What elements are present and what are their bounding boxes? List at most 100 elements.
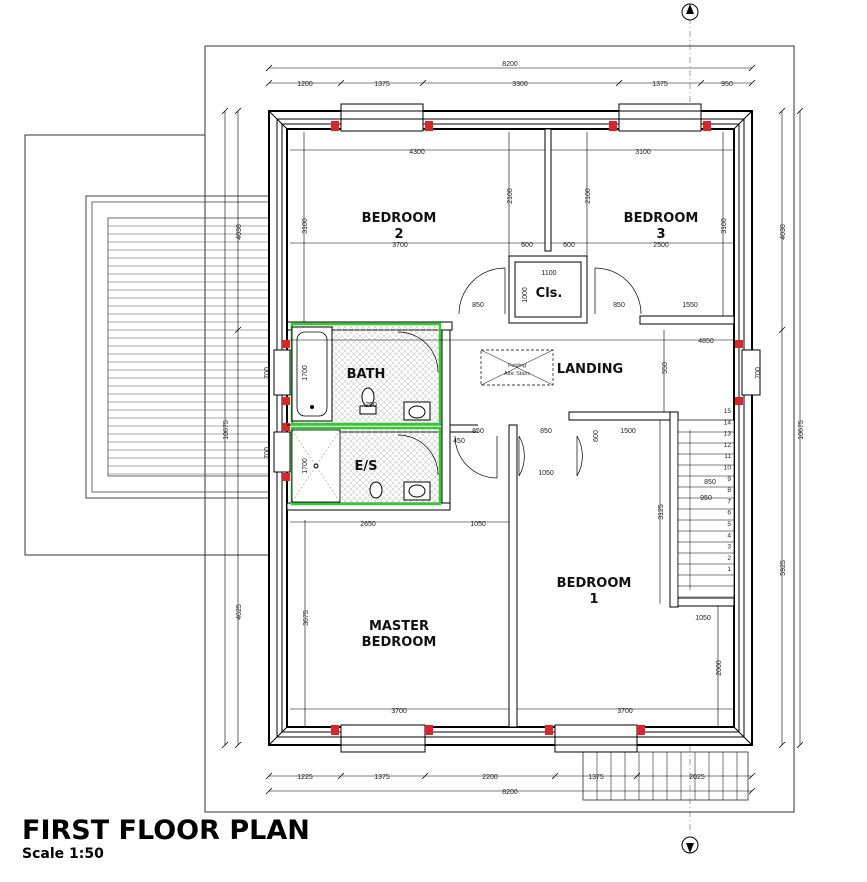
dim-cls-h: 1000: [522, 287, 529, 303]
dim-landing-w: 4850: [698, 338, 714, 345]
dim-tiny1: 450: [453, 438, 465, 445]
dim-b1-w: 3700: [617, 708, 633, 715]
window-top-right: [609, 103, 711, 132]
dim-bot-seg-2: 1375: [374, 774, 390, 781]
label-bedroom3-a: BEDROOM: [624, 211, 699, 226]
stair-number: 5: [727, 521, 731, 528]
dim-st2000: 2000: [716, 660, 723, 676]
stair-number: 12: [724, 442, 732, 449]
door-swings: [397, 267, 642, 479]
dim-right-total: 10675: [798, 420, 805, 440]
site-boundary-left: [24, 46, 270, 556]
stair-number: 15: [724, 408, 732, 415]
label-bedroom1-b: 1: [589, 592, 598, 607]
stair-number: 2: [727, 555, 731, 562]
label-bedroom2-a: BEDROOM: [362, 211, 437, 226]
dim-1050b: 1050: [470, 521, 486, 528]
window-left-bath: [273, 340, 291, 405]
label-attic-2: Attic Stairs: [504, 371, 531, 377]
north-arrow-bottom: [681, 836, 699, 854]
dim-st1050: 1050: [695, 615, 711, 622]
dim-top-seg-4: 1375: [652, 81, 668, 88]
label-bath: BATH: [347, 367, 386, 382]
dim-2650: 2650: [360, 521, 376, 528]
dim-1050a: 1050: [538, 470, 554, 477]
window-top-left: [331, 103, 433, 132]
window-right-landing: [735, 340, 761, 405]
dim-bot-seg-1: 1225: [297, 774, 313, 781]
dim-master-h: 3675: [303, 610, 310, 626]
dim-bath-h2: 250: [365, 402, 377, 409]
dim-b1-h: 3125: [658, 504, 665, 520]
dim-es-w: 1700: [302, 458, 309, 474]
dim-win700b: 700: [264, 447, 271, 459]
label-bedroom2-b: 2: [394, 227, 403, 242]
staircase: [677, 419, 735, 599]
label-master-b: BEDROOM: [362, 635, 437, 650]
label-attic-1: Folding: [508, 363, 526, 369]
dim-b2-depth: 3100: [302, 218, 309, 234]
dim-left-total: 10675: [223, 420, 230, 440]
stair-number: 9: [727, 476, 731, 483]
window-bottom-right: [545, 724, 645, 753]
dim-1500: 1500: [620, 428, 636, 435]
dim-landing-h: 550: [662, 362, 669, 374]
stair-number: 10: [724, 465, 732, 472]
dim-600b: 600: [563, 242, 575, 249]
dim-win700c: 700: [755, 367, 762, 379]
dim-600a: 600: [521, 242, 533, 249]
dim-600: 600: [593, 430, 600, 442]
dim-1550: 1550: [682, 302, 698, 309]
internal-walls: [286, 128, 735, 728]
label-es: E/S: [355, 459, 378, 474]
dim-st950: 950: [700, 495, 712, 502]
dim-left-h1: 4030: [236, 224, 243, 240]
dim-850a: 850: [472, 302, 484, 309]
dim-cls-w: 1100: [541, 270, 556, 277]
stair-number: 14: [724, 419, 732, 426]
dimension-lines: [224, 67, 801, 792]
window-left-es: [273, 423, 291, 481]
dim-bot-seg-5: 2025: [689, 774, 705, 781]
bath-toilet: [359, 387, 377, 415]
stair-number: 4: [727, 532, 731, 539]
stair-number: 1: [727, 566, 731, 573]
dim-st850: 850: [704, 479, 716, 486]
site-boundary: [204, 45, 795, 813]
dim-top-seg-1: 1200: [297, 81, 313, 88]
dim-top-total: 8200: [502, 61, 518, 68]
dim-bath-h: 1700: [302, 365, 309, 381]
stair-number: 8: [727, 487, 731, 494]
page-title: FIRST FLOOR PLAN: [22, 815, 310, 846]
dimension-ticks: [221, 64, 804, 795]
stair-number: 6: [727, 510, 731, 517]
stair-number: 13: [724, 431, 732, 438]
dim-850d: 850: [540, 428, 552, 435]
dim-850c: 850: [472, 428, 484, 435]
es-toilet: [369, 481, 383, 499]
dim-top-seg-5: 950: [721, 81, 733, 88]
dim-top-seg-3: 3300: [512, 81, 528, 88]
north-arrow-top: [681, 3, 699, 21]
dim-2100a: 2100: [507, 188, 514, 204]
dim-right-h2: 5925: [780, 560, 787, 576]
bath-basin: [403, 401, 431, 421]
attic-hatch: [480, 349, 554, 386]
dim-right-h1: 4030: [780, 224, 787, 240]
dim-b3-inner: 2500: [653, 242, 669, 249]
scale-label: Scale 1:50: [22, 846, 104, 862]
label-landing: LANDING: [557, 362, 623, 377]
dim-b2-width: 4300: [409, 149, 425, 156]
label-cls: Cls.: [536, 286, 563, 301]
dim-left-h2: 4625: [236, 604, 243, 620]
label-master-a: MASTER: [369, 619, 429, 634]
dim-bot-seg-3: 2200: [482, 774, 498, 781]
deck-left: [85, 195, 270, 499]
label-bedroom3-b: 3: [656, 227, 665, 242]
dim-top-seg-2: 1375: [374, 81, 390, 88]
dim-win700a: 700: [264, 367, 271, 379]
dim-bot-total: 8200: [502, 789, 518, 796]
dim-850b: 850: [613, 302, 625, 309]
